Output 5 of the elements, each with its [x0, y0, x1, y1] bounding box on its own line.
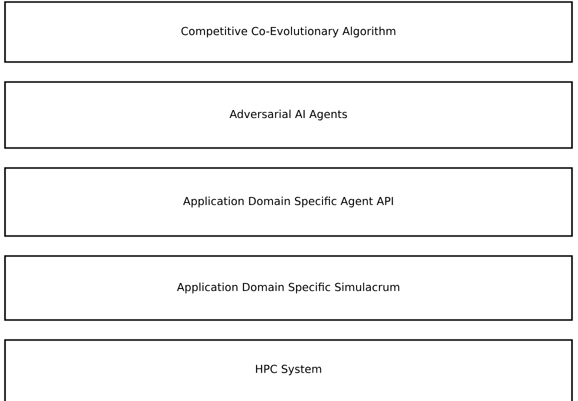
layer-box: Competitive Co-Evolutionary Algorithm	[4, 1, 573, 63]
layer-box: HPC System	[4, 339, 573, 401]
layer-box: Application Domain Specific Simulacrum	[4, 255, 573, 321]
layer-box: Application Domain Specific Agent API	[4, 167, 573, 237]
layer-box: Adversarial AI Agents	[4, 81, 573, 149]
